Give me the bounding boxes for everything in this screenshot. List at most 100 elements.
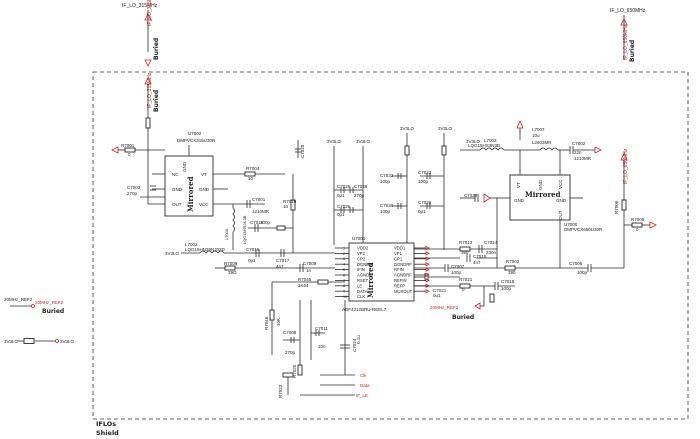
svg-text:1210MR: 1210MR: [252, 209, 270, 214]
svg-text:39O: 39O: [228, 270, 237, 275]
svg-text:330n: 330n: [486, 250, 497, 255]
svg-text:C7001: C7001: [252, 197, 266, 202]
svg-text:VT: VT: [201, 172, 207, 177]
svg-text:270p: 270p: [127, 191, 138, 196]
svg-text:C7016: C7016: [246, 247, 260, 252]
svg-text:C7002: C7002: [572, 141, 586, 146]
pll-pin-left-clk: CLK: [357, 294, 365, 299]
top-right-net-group: IF_LO_650MHz IF_LO_650MHz Buried: [610, 8, 646, 62]
svg-text:C7026: C7026: [337, 204, 351, 209]
svg-text:3V3LO: 3V3LO: [356, 139, 371, 144]
svg-text:U7001: U7001: [352, 236, 366, 241]
r7004: R7004 10: [244, 166, 285, 181]
svg-text:R7009: R7009: [224, 261, 238, 266]
pll-pin-left-agndif: AGNDIF: [357, 273, 373, 278]
svg-text:Buried: Buried: [452, 314, 474, 321]
svg-text:C7017: C7017: [276, 258, 290, 263]
pll-pin-right-vdd1: VDD1: [394, 246, 406, 251]
svg-text:C7003: C7003: [127, 185, 141, 190]
svg-text:100p: 100p: [380, 179, 391, 184]
svg-text:R7006: R7006: [614, 200, 619, 214]
svg-text:IF_LO_650MHz: IF_LO_650MHz: [623, 148, 629, 184]
svg-text:20MHz_REF2: 20MHz_REF2: [430, 305, 459, 310]
svg-text:0p1: 0p1: [337, 212, 345, 217]
svg-text:390: 390: [461, 250, 469, 255]
c7020: C7020: [295, 140, 305, 158]
svg-text:DMPVCX315U30R: DMPVCX315U30R: [177, 138, 216, 143]
pll-pin-right-refp: REFP: [394, 283, 405, 288]
svg-text:1210MR: 1210MR: [574, 156, 592, 161]
svg-text:22n: 22n: [574, 150, 582, 155]
pll-pin-number: 8: [343, 284, 345, 288]
svg-text:DMPVCX650U30R: DMPVCX650U30R: [564, 227, 603, 232]
svg-text:GND: GND: [182, 161, 187, 172]
svg-text:C7033: C7033: [418, 170, 432, 175]
bottom-parts: R7046 10K C7008 270p R7020 C7011 10n C70…: [264, 281, 370, 398]
svg-text:VCC: VCC: [199, 202, 209, 207]
pll-pin-right-vp1: VP1: [394, 251, 403, 256]
pll-pin-arrow: [425, 267, 430, 272]
svg-text:10: 10: [248, 176, 254, 181]
vco-right: VT GND VCC GND GND OUT Mirrored U7000 DM…: [497, 150, 603, 268]
shield-type: Shield: [96, 429, 119, 437]
svg-text:GND: GND: [556, 198, 567, 203]
right-mid-parts: R7013 390 C7014 330n C7015 4n7: [414, 198, 498, 268]
svg-text:R7013: R7013: [459, 240, 473, 245]
svg-text:L7000: L7000: [224, 228, 229, 240]
svg-text:R7022: R7022: [278, 384, 283, 398]
legend-ref-1: 20MHz_REF2: [4, 297, 33, 302]
svg-text:R7004: R7004: [246, 166, 260, 171]
svg-text:390: 390: [508, 270, 516, 275]
svg-text:270p: 270p: [354, 193, 365, 198]
top-left-net-group: IF_LO_315MHz IF_LO_315MHz Buried: [122, 0, 160, 67]
r7010: R7010 10: [265, 174, 297, 253]
rail-caps: C7025 0p1 C7036 270p C7026 0p1 C7032 100…: [334, 170, 444, 217]
top-left-net-label: IF_LO_315MHz: [122, 3, 158, 9]
svg-text:270p: 270p: [285, 350, 296, 355]
pll-pin-arrow: [425, 272, 430, 278]
svg-text:VT: VT: [516, 182, 521, 188]
r7009: R7009 39O: [215, 261, 265, 275]
svg-text:LQG15HS3N3B: LQG15HS3N3B: [468, 143, 500, 148]
pll-pin-left-rset: RSET: [357, 278, 369, 283]
svg-text:R7045: R7045: [298, 277, 312, 282]
c7016: C7016 0p1: [246, 247, 265, 263]
svg-text:C7032: C7032: [380, 173, 394, 178]
svg-text:C7025: C7025: [337, 184, 351, 189]
svg-text:0p1: 0p1: [418, 209, 426, 214]
l7002: 3V3LO L7002 LQG15HN39NJ02D: [165, 242, 250, 256]
svg-text:C7009: C7009: [303, 261, 317, 266]
pll-pin-left-dgndif: DGNDIF: [357, 262, 373, 267]
svg-text:GND: GND: [172, 187, 183, 192]
shield-boundary: [92, 71, 689, 420]
legend-buried: Buried: [42, 308, 64, 315]
pll-pin-right-cp1: CP1: [394, 256, 403, 261]
pll-pin-right-muxout: MUXOUT: [394, 289, 413, 294]
svg-text:VCC: VCC: [558, 179, 563, 189]
pll-pin-left-vp2: VP2: [357, 251, 366, 256]
svg-text:Buried: Buried: [153, 90, 160, 112]
svg-text:GND: GND: [199, 187, 210, 192]
pll-pin-left-data: DATA: [357, 289, 368, 294]
svg-text:C7028: C7028: [418, 200, 432, 205]
pll-pin-arrow: [425, 262, 430, 267]
svg-text:10n: 10n: [318, 344, 326, 349]
svg-text:R7002: R7002: [506, 259, 520, 264]
svg-text:L2603MR: L2603MR: [532, 140, 552, 145]
svg-text:L7007: L7007: [532, 127, 545, 132]
c7017-c7009: C7017 4n7 C7009 1n R7045 1K64: [265, 249, 345, 288]
top-left-buried: Buried: [153, 38, 160, 60]
svg-text:R7001: R7001: [121, 143, 135, 148]
svg-text:L7003: L7003: [484, 138, 497, 143]
top-left-net-red: IF_LO_315MHz: [147, 0, 153, 26]
top-right-net-red: IF_LO_650MHz: [623, 24, 629, 60]
svg-text:C7015: C7015: [473, 254, 487, 259]
svg-text:100p: 100p: [451, 270, 462, 275]
l7000: L7000 LQG15HS3N3B: [224, 204, 247, 250]
svg-text:Data: Data: [360, 383, 370, 388]
pll-pin-right-refin: REFIN: [394, 278, 407, 283]
ref-input-parts: C7021 0u1 R7021 0 C7018 100p 20MHz_REF2 …: [414, 273, 515, 321]
svg-text:C7018: C7018: [501, 279, 515, 284]
